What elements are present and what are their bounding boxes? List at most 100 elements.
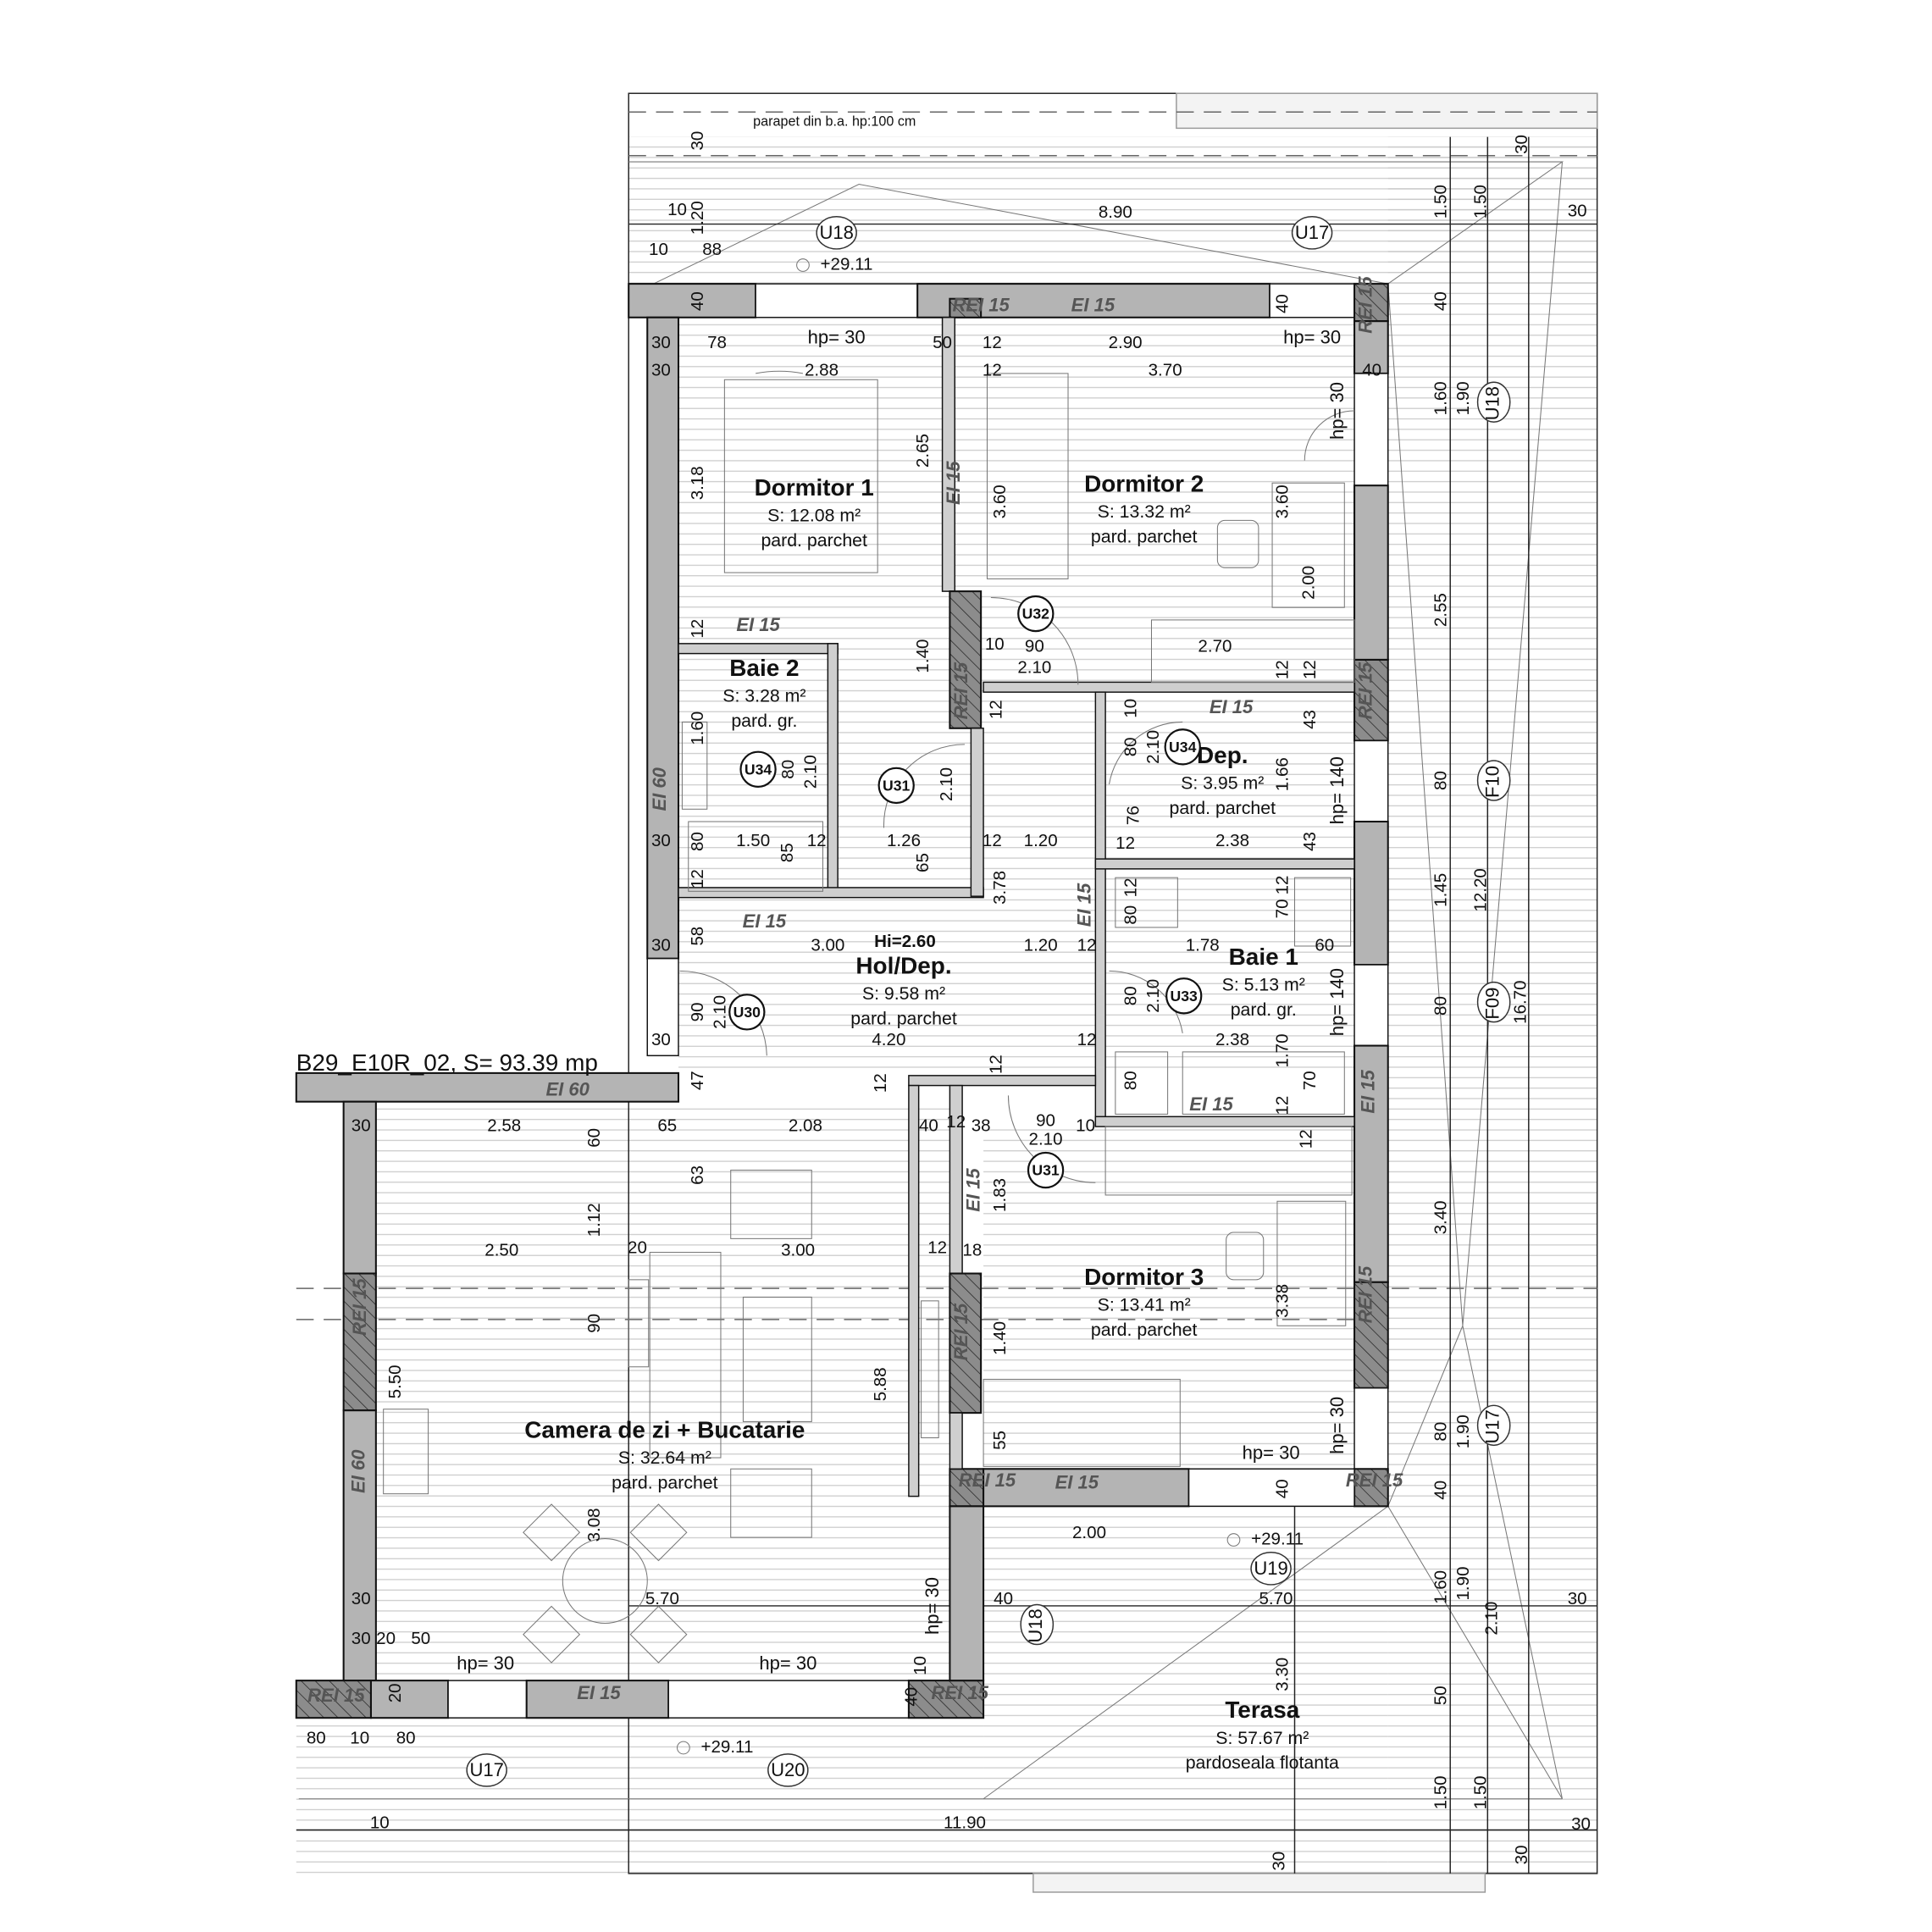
fire-rating-label: EI 15 [736,614,780,635]
fire-rating-label: EI 15 [1358,1069,1379,1113]
room-area: S: 5.13 m² [1222,975,1305,995]
dimension-label: 30 [1568,1589,1587,1608]
dimension-label: 2.10 [1482,1602,1502,1636]
fire-rating-label: REI 15 [950,1303,972,1360]
dimension-label: 90 [1025,637,1044,656]
door-tag: U33 [1171,988,1199,1005]
dimension-label: 80 [1121,1071,1140,1090]
room-name: Baie 1 [1229,944,1298,970]
dimension-label: 2.08 [789,1116,822,1136]
dimension-label: 30 [1512,135,1531,154]
dimension-label: 10 [370,1813,390,1833]
dimension-label: 80 [688,832,707,851]
dimension-label: 47 [688,1071,707,1090]
window-tag: U18 [819,222,853,243]
dimension-label: 30 [1269,1852,1288,1871]
dimension-label: 12 [1077,935,1097,955]
fire-rating-label: REI 15 [349,1278,370,1336]
dimension-label: 12 [1077,1030,1097,1049]
door-tag: U34 [745,761,772,778]
dimension-label: 30 [651,1030,671,1049]
dimension-label: 50 [1431,1686,1450,1705]
dimension-label: 80 [1121,905,1140,925]
walls [295,283,1389,1719]
dimension-label: 2.88 [805,360,839,379]
dimension-label: 30 [651,831,671,850]
room-name: Hol/Dep. [855,952,951,978]
dimension-label: 88 [702,240,722,259]
dimension-label: 90 [584,1314,604,1333]
dimension-label: 90 [1036,1111,1055,1131]
dimension-label: 80 [1431,771,1450,790]
dimension-label: 60 [584,1128,604,1148]
fire-rating-label: EI 15 [1055,1472,1099,1493]
dimension-label: 3.00 [781,1241,815,1260]
dimension-label: 2.90 [1109,333,1143,352]
fire-rating-label: REI 15 [950,662,972,719]
room-area: S: 13.32 m² [1098,501,1191,522]
fire-rating-label: EI 60 [348,1449,369,1493]
fire-rating-label: EI 15 [743,911,787,932]
dimension-label: 12 [946,1112,966,1132]
dimension-label: 2.65 [913,434,933,468]
dimension-label: 8.90 [1099,202,1132,222]
room-area: S: 9.58 m² [862,983,945,1004]
fire-rating-label: EI 15 [1189,1093,1233,1115]
dimension-label: 80 [1121,986,1140,1005]
parapet-note: parapet din b.a. hp:100 cm [753,113,916,129]
window-tag: F10 [1481,766,1503,798]
fire-rating-label: REI 15 [307,1685,365,1706]
dimension-label: 5.50 [385,1365,405,1398]
floor-hatching [296,136,1597,1880]
dimension-label: 12 [983,333,1002,352]
dimension-label: 2.10 [1143,730,1163,764]
dimension-label: 2.70 [1198,637,1232,656]
door-tag-circle [1165,977,1203,1015]
door-tag: U30 [733,1004,761,1021]
dimension-label: 70 [1273,899,1293,918]
dimension-label: 40 [994,1589,1013,1608]
sill-height-label: hp= 140 [1326,756,1348,824]
dimension-label: 12 [1273,1096,1293,1115]
dimension-label: 80 [396,1729,416,1748]
dimension-label: 30 [352,1629,371,1648]
dimension-label: 12 [688,619,707,639]
dimension-label: 38 [972,1116,991,1136]
dimension-label: 63 [688,1165,707,1185]
fire-rating-label: EI 15 [963,1168,984,1212]
room-area: S: 13.41 m² [1098,1294,1191,1315]
fire-rating-label: REI 15 [959,1470,1016,1491]
dimension-label: 3.70 [1149,360,1182,379]
dimension-label: 30 [1512,1845,1531,1864]
dimension-label: 65 [913,853,933,872]
sill-height-label: hp= 30 [922,1577,943,1635]
window-tag-circle [1476,381,1511,423]
fire-rating-label: EI 15 [1071,294,1115,315]
window-tag-circle [1476,1404,1511,1447]
window-tag-circle [1476,981,1511,1023]
dimension-label: 1.60 [688,711,707,745]
dimension-label: 76 [1123,805,1143,825]
dimension-label: 2.00 [1299,566,1319,600]
dimension-label: 1.26 [887,831,921,850]
fire-rating-label: REI 15 [1355,1265,1376,1323]
room-floor-finish: pard. parchet [850,1008,957,1028]
dimension-label: 55 [990,1431,1010,1450]
dimension-label: 20 [376,1629,396,1648]
elevation-label: +29.11 [700,1737,753,1757]
dimension-label: 2.10 [1017,658,1051,678]
dimension-label: 85 [778,843,797,862]
dimension-label: 78 [707,333,727,352]
dimension-label: 30 [651,360,671,379]
dimension-label: 12 [983,360,1002,379]
dimension-label: 2.10 [710,995,729,1029]
dimension-label: 5.88 [871,1367,890,1401]
dimension-label: 30 [651,333,671,352]
door-tag: U34 [1169,739,1197,756]
dimension-label: 20 [628,1238,647,1258]
window-tag: U17 [1295,222,1329,243]
sill-height-label: hp= 30 [1243,1442,1300,1463]
dimension-label: 10 [1121,699,1140,718]
dimension-label: 1.60 [1431,381,1450,415]
